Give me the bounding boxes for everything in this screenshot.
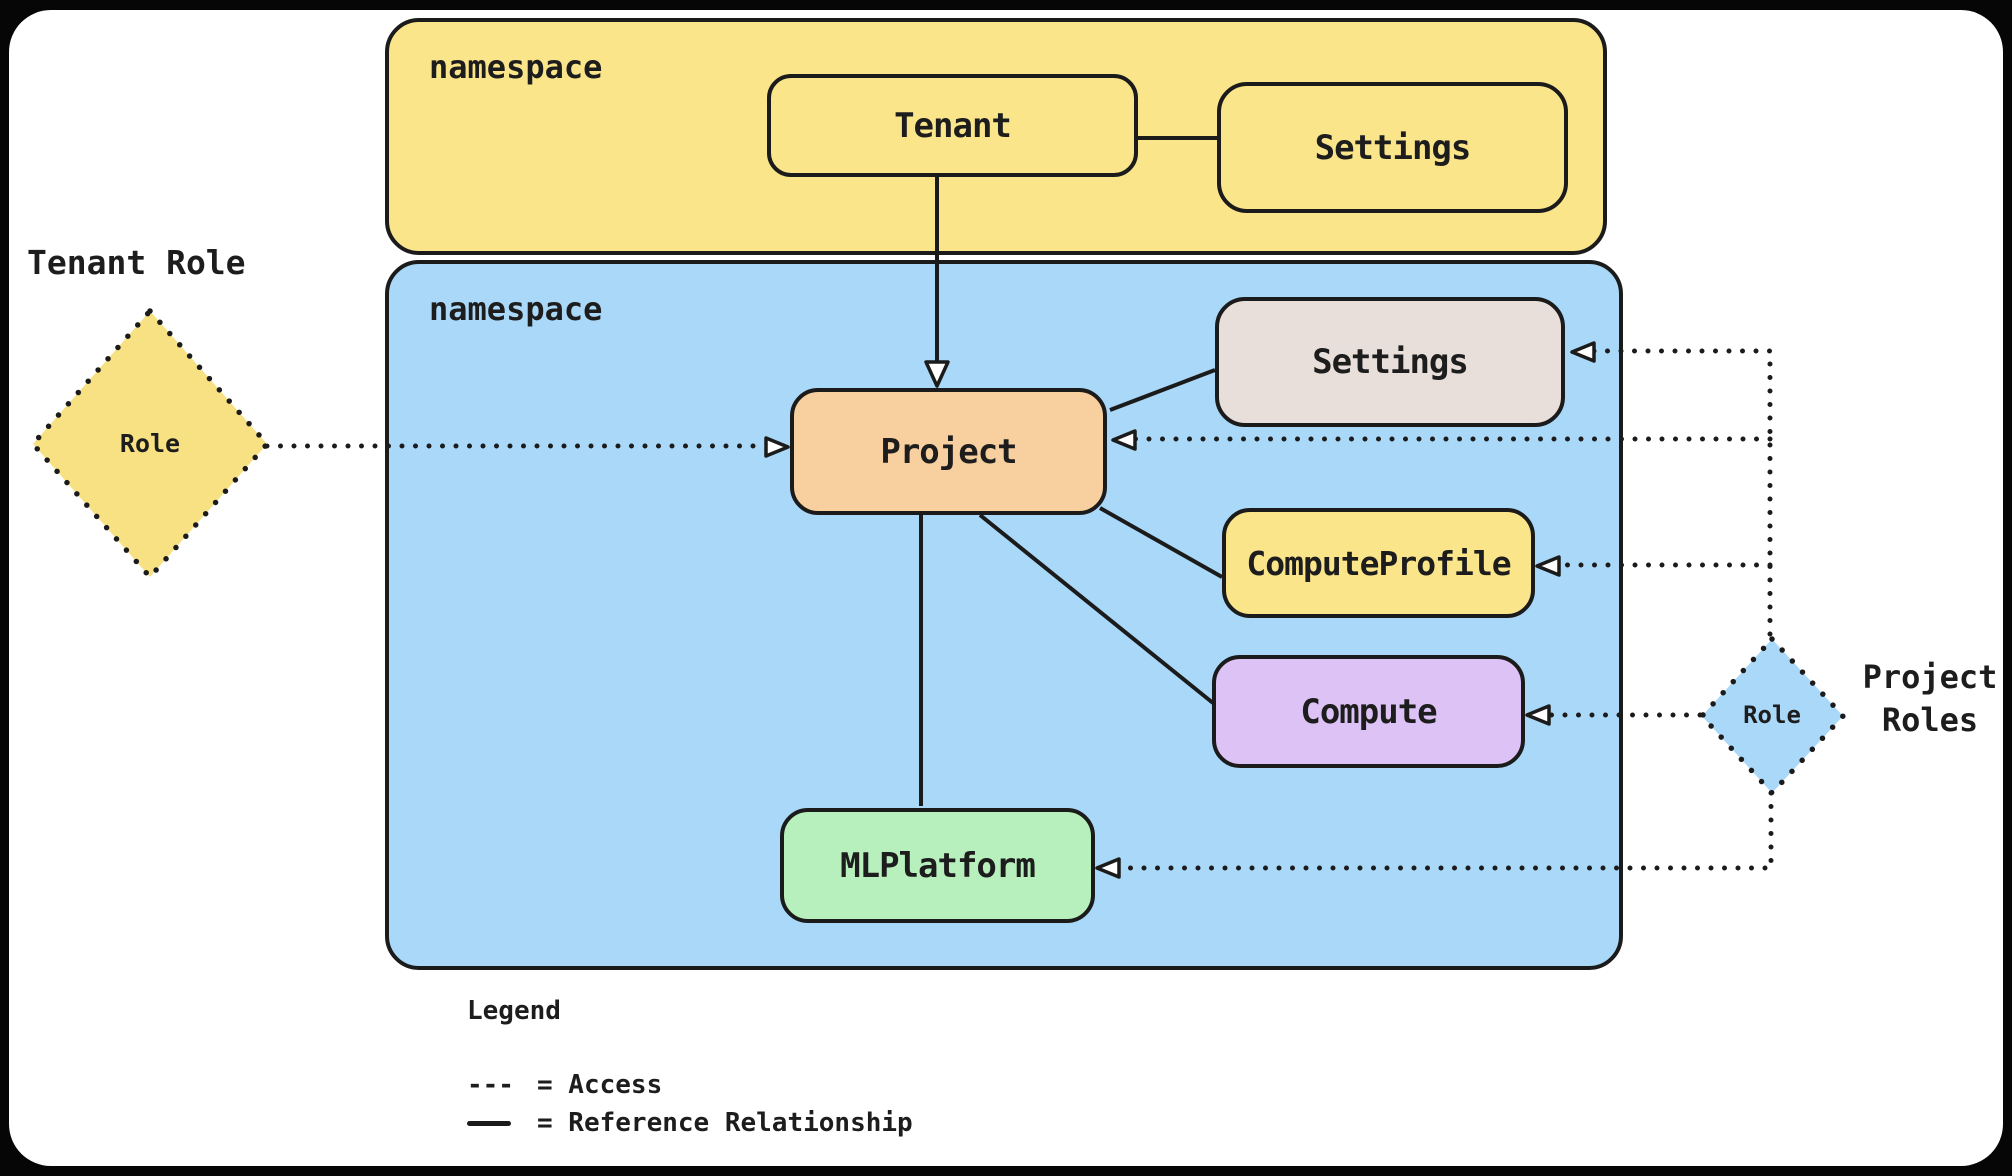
wire-projectrole-settings [1591, 348, 1773, 640]
tenant-namespace-label: namespace [429, 48, 603, 86]
legend-row-reference: = Reference Relationship [467, 1104, 913, 1142]
solid-line-symbol [467, 1120, 537, 1126]
node-project: Project [790, 388, 1107, 515]
node-compute-profile: ComputeProfile [1222, 508, 1535, 618]
project-role-diamond [1699, 636, 1846, 796]
dotted-line-symbol: --- [467, 1070, 514, 1100]
project-role-diamond-label: Role [1743, 701, 1801, 729]
legend-row-access: --- = Access [467, 1066, 913, 1104]
node-ml-platform: MLPlatform [780, 808, 1095, 923]
node-project-settings: Settings [1215, 297, 1565, 427]
arrowhead-into-settings [1570, 341, 1596, 363]
wire-project-settings [1109, 368, 1216, 412]
node-compute: Compute [1212, 655, 1525, 768]
tenant-role-diamond-label: Role [119, 429, 181, 458]
wire-project-computeprofile [1099, 506, 1223, 579]
node-tenant-settings: Settings [1217, 82, 1568, 213]
legend: Legend --- = Access = Reference Relation… [467, 996, 913, 1142]
tenant-role-diamond [30, 308, 270, 580]
wire-projectrole-mlplatform [1116, 790, 1774, 871]
legend-title: Legend [467, 996, 561, 1026]
project-roles-title: Project Roles [1862, 658, 1998, 739]
arrowhead-into-mlplatform [1095, 857, 1121, 879]
arrowhead-into-project-left [764, 436, 790, 458]
node-tenant: Tenant [767, 74, 1138, 177]
legend-reference-label: = Reference Relationship [537, 1108, 913, 1138]
wire-project-compute [978, 513, 1215, 705]
arrowhead-into-project-right [1111, 429, 1137, 451]
arrowhead-into-project-top [924, 360, 950, 388]
tenant-role-title: Tenant Role [27, 243, 246, 282]
arrowhead-into-computeprofile [1535, 555, 1561, 577]
project-namespace-label: namespace [429, 290, 603, 328]
legend-access-label: = Access [537, 1070, 663, 1100]
arrowhead-into-compute [1525, 704, 1551, 726]
